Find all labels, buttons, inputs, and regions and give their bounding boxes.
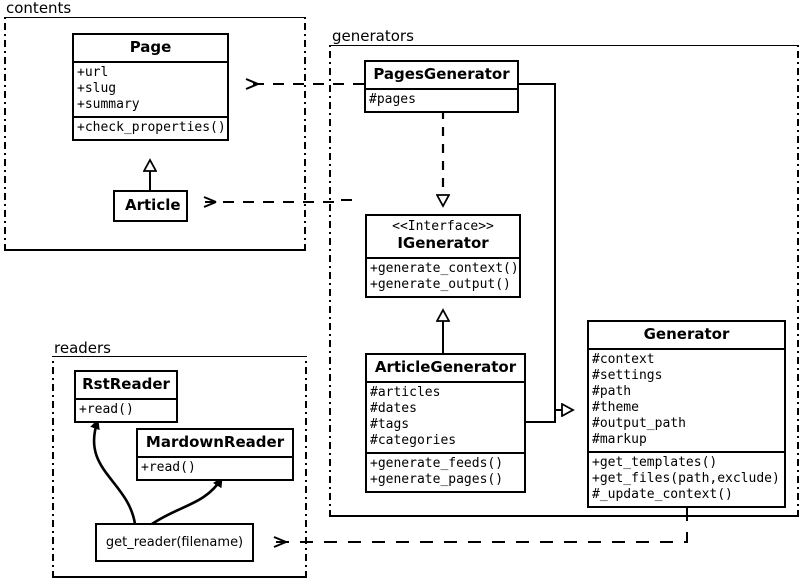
operation: +read() bbox=[141, 460, 196, 475]
package-label-readers: readers bbox=[52, 339, 113, 357]
class-box-pages-generator[interactable]: PagesGenerator #pages bbox=[364, 60, 519, 113]
operation: +generate_context() bbox=[370, 261, 519, 276]
class-box-rst-reader[interactable]: RstReader +read() bbox=[74, 370, 178, 423]
class-name-article: Article bbox=[125, 196, 181, 214]
attribute: #theme bbox=[592, 400, 639, 415]
operation: +check_properties() bbox=[77, 120, 226, 135]
attribute: #settings bbox=[592, 368, 663, 383]
class-operations-rst-reader: +read() bbox=[76, 398, 176, 421]
operation: +get_files(path,exclude) bbox=[592, 471, 780, 486]
attribute: #categories bbox=[370, 433, 457, 448]
class-box-article-generator[interactable]: ArticleGenerator #articles #dates #tags … bbox=[365, 353, 526, 493]
operation: #_update_context() bbox=[592, 487, 733, 502]
operation: +generate_output() bbox=[370, 277, 511, 292]
operation: +get_templates() bbox=[592, 455, 718, 470]
package-label-generators: generators bbox=[330, 27, 416, 45]
function-label-get-reader: get_reader(filename) bbox=[105, 535, 244, 550]
operation: +generate_feeds() bbox=[370, 456, 504, 471]
class-name-pages-generator: PagesGenerator bbox=[373, 65, 510, 83]
attribute: #context bbox=[592, 352, 655, 367]
operation: +generate_pages() bbox=[370, 472, 504, 487]
class-box-page[interactable]: Page +url +slug +summary +check_properti… bbox=[72, 33, 229, 141]
class-operations-article-generator: +generate_feeds() +generate_pages() bbox=[367, 452, 524, 491]
class-attributes-pages-generator: #pages bbox=[366, 88, 517, 111]
attribute: +summary bbox=[77, 97, 140, 112]
class-name-article-generator: ArticleGenerator bbox=[374, 358, 517, 376]
class-box-igenerator[interactable]: <<Interface>> IGenerator +generate_conte… bbox=[365, 214, 521, 298]
class-name-mardown-reader: MardownReader bbox=[145, 433, 285, 451]
attribute: #tags bbox=[370, 417, 410, 432]
class-stereotype-igenerator: <<Interface>> bbox=[392, 219, 494, 234]
class-operations-mardown-reader: +read() bbox=[138, 456, 292, 479]
attribute: #pages bbox=[369, 92, 416, 107]
class-operations-page: +check_properties() bbox=[74, 116, 227, 139]
attribute: #dates bbox=[370, 401, 417, 416]
operation: +read() bbox=[79, 402, 134, 417]
class-operations-igenerator: +generate_context() +generate_output() bbox=[367, 257, 519, 296]
attribute: #path bbox=[592, 384, 632, 399]
attribute: +slug bbox=[77, 81, 117, 96]
class-operations-generator: +get_templates() +get_files(path,exclude… bbox=[589, 451, 784, 506]
class-box-generator[interactable]: Generator #context #settings #path #them… bbox=[587, 320, 786, 508]
class-box-article[interactable]: Article bbox=[113, 190, 188, 222]
class-box-mardown-reader[interactable]: MardownReader +read() bbox=[136, 428, 294, 481]
class-name-rst-reader: RstReader bbox=[82, 375, 170, 393]
class-name-page: Page bbox=[129, 38, 172, 56]
attribute: #markup bbox=[592, 432, 647, 447]
attribute: +url bbox=[77, 65, 109, 80]
package-label-contents: contents bbox=[4, 0, 74, 17]
function-box-get-reader[interactable]: get_reader(filename) bbox=[95, 523, 254, 562]
class-name-generator: Generator bbox=[643, 325, 730, 343]
class-attributes-page: +url +slug +summary bbox=[74, 61, 227, 116]
attribute: #articles bbox=[370, 385, 441, 400]
class-attributes-generator: #context #settings #path #theme #output_… bbox=[589, 348, 784, 451]
class-attributes-article-generator: #articles #dates #tags #categories bbox=[367, 381, 524, 452]
attribute: #output_path bbox=[592, 416, 686, 431]
class-name-igenerator: IGenerator bbox=[397, 234, 489, 252]
